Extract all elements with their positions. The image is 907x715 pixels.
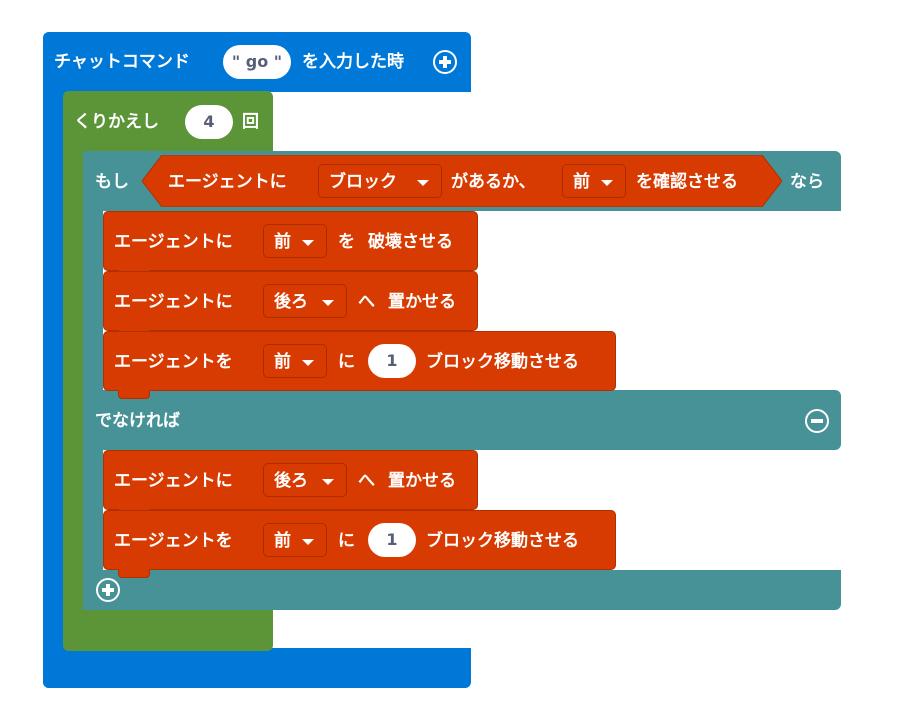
particle-label: へ [358,471,375,491]
block-type-value: ブロック [329,172,397,192]
move-distance-input[interactable]: 1 [368,523,416,557]
block-type-dropdown[interactable]: ブロック [318,164,442,198]
condition-mid-label: があるか、 [451,172,536,192]
repeat-count-input[interactable]: 4 [185,105,233,139]
action-label: 置かせる [388,292,456,312]
event-label: チャットコマンド [54,52,190,72]
action-label: 置かせる [388,471,456,491]
repeat-block[interactable] [63,91,273,651]
move-direction-dropdown[interactable]: 前 [263,344,327,378]
agent-label: エージェントを [114,352,233,372]
agent-label: エージェントに [114,471,233,491]
move-distance-input[interactable]: 1 [368,344,416,378]
direction-value: 前 [274,232,291,252]
else-label: でなければ [95,411,180,431]
if-label: もし [95,172,129,192]
action-label: ブロック移動させる [426,352,579,372]
condition-end-label: を確認させる [636,172,738,192]
agent-label: エージェントに [114,292,233,312]
check-direction-dropdown[interactable]: 前 [562,164,626,198]
particle-label: へ [358,292,375,312]
chevron-down-icon [322,479,334,485]
particle-label: に [338,352,355,372]
agent-move-block[interactable] [103,510,616,570]
place-direction-dropdown[interactable]: 後ろ [263,463,347,497]
agent-move-block[interactable] [103,331,616,391]
chevron-down-icon [601,180,613,186]
particle-label: に [338,531,355,551]
particle-label: を [338,232,355,252]
direction-value: 後ろ [274,292,308,312]
destroy-direction-dropdown[interactable]: 前 [263,224,327,258]
chat-command-event-block[interactable] [43,32,471,688]
action-label: 破壊させる [368,232,453,252]
chevron-down-icon [302,360,314,366]
command-input[interactable]: " go " [223,45,291,79]
repeat-label: くりかえし [74,112,159,132]
condition-agent-label: エージェントに [168,172,287,192]
chevron-down-icon [417,180,429,186]
remove-else-icon[interactable] [805,409,829,433]
chevron-down-icon [302,240,314,246]
agent-label: エージェントに [114,232,233,252]
place-direction-dropdown[interactable]: 後ろ [263,284,347,318]
add-parameter-icon[interactable] [433,50,457,74]
direction-value: 後ろ [274,471,308,491]
repeat-unit-label: 回 [242,112,259,132]
direction-value: 前 [274,352,291,372]
chevron-down-icon [302,539,314,545]
add-else-if-icon[interactable] [96,578,120,602]
direction-value: 前 [274,531,291,551]
chevron-down-icon [322,300,334,306]
action-label: ブロック移動させる [426,531,579,551]
then-label: なら [790,172,824,192]
check-direction-value: 前 [573,172,590,192]
move-direction-dropdown[interactable]: 前 [263,523,327,557]
event-label-after: を入力した時 [302,52,404,72]
agent-label: エージェントを [114,531,233,551]
